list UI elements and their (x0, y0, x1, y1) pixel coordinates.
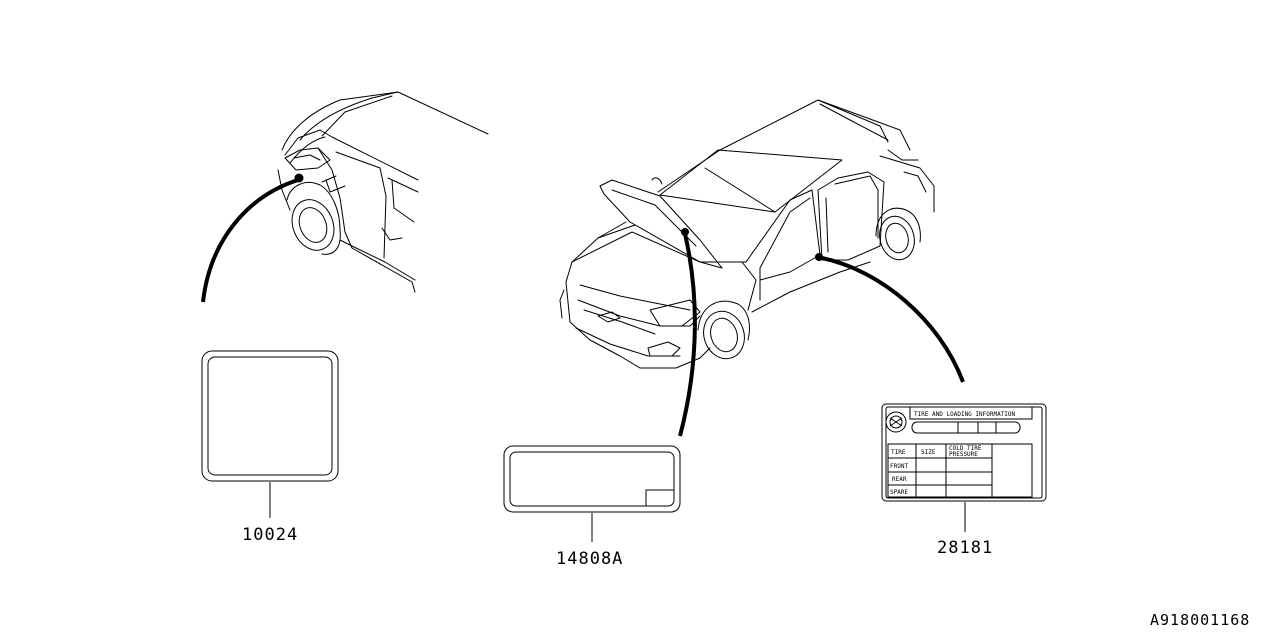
tire-col-pressure-2: PRESSURE (949, 451, 978, 458)
tire-row-rear: REAR (892, 476, 907, 483)
tire-col-size: SIZE (921, 449, 936, 456)
tire-row-front: FRONT (890, 463, 908, 470)
tire-label-title: TIRE AND LOADING INFORMATION (914, 411, 1016, 418)
label-14808A (503, 445, 681, 513)
label-location-dot (815, 253, 823, 261)
part-number-14808A: 14808A (556, 549, 624, 569)
label-10024 (201, 350, 339, 482)
leader-line-14808A (678, 233, 697, 437)
tire-col-tire: TIRE (891, 449, 906, 456)
leader-line-10024 (201, 178, 299, 303)
tire-row-spare: SPARE (890, 489, 908, 496)
part-number-28181: 28181 (937, 538, 994, 558)
leader-line-28181 (821, 256, 965, 383)
tire-col-pressure-1: COLD TIRE (949, 445, 982, 452)
label-28181: TIRE AND LOADING INFORMATION TIRE SIZE C… (881, 403, 1047, 502)
diagram-reference-code: A918001168 (1150, 611, 1251, 629)
rear-vehicle-illustration (277, 91, 489, 293)
part-number-10024: 10024 (242, 525, 299, 545)
front-vehicle-illustration (559, 99, 935, 369)
tire-emblem-icon (885, 411, 907, 433)
